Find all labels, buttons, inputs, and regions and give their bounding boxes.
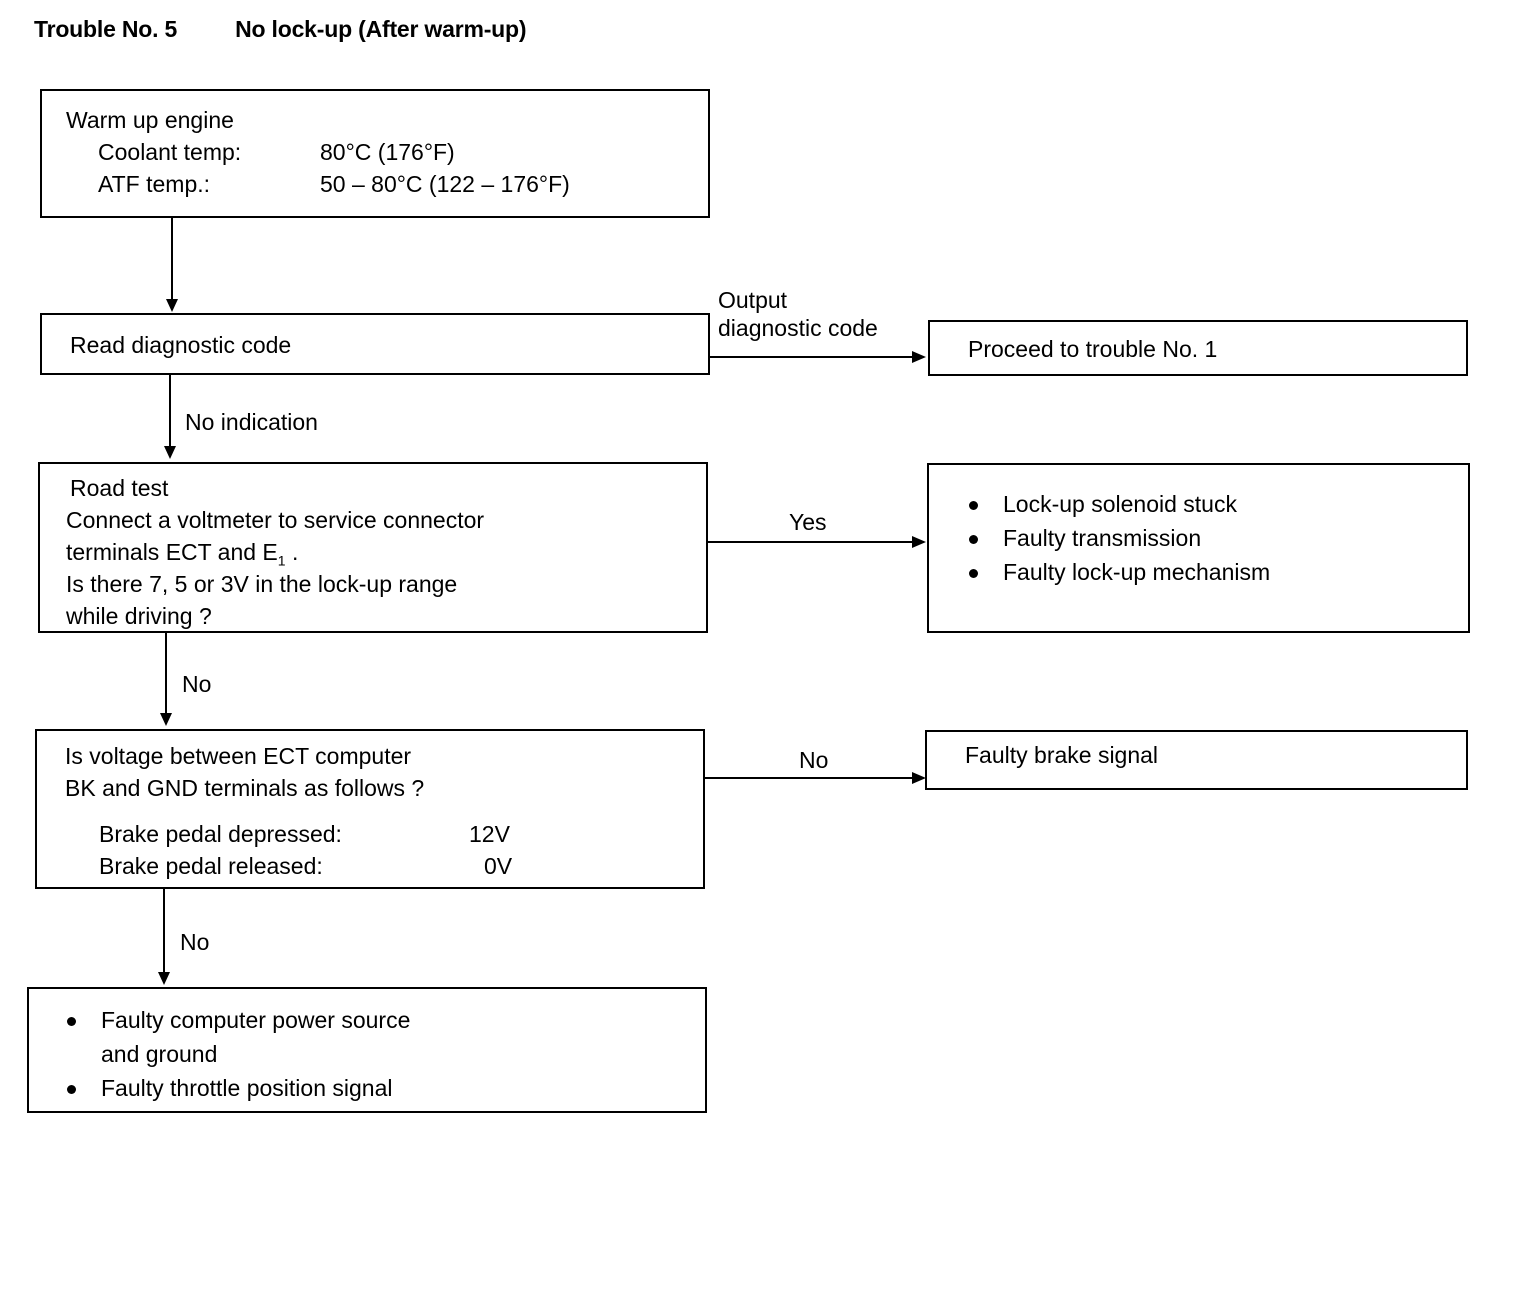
coolant-temp-value: 80°C (176°F)	[320, 139, 455, 165]
trouble-description: No lock-up (After warm-up)	[235, 16, 527, 42]
edge-label-yes: Yes	[789, 509, 827, 535]
road-test-line5: while driving ?	[66, 603, 212, 629]
road-test-terminals-text: terminals ECT and E	[66, 539, 278, 565]
node-power-faults: Faulty computer power source and ground …	[27, 987, 707, 1113]
brake-depressed-label: Brake pedal depressed:	[99, 821, 342, 847]
node-warm-up-engine: Warm up engine Coolant temp: 80°C (176°F…	[40, 89, 710, 218]
node-lockup-faults: Lock-up solenoid stuck Faulty transmissi…	[927, 463, 1470, 633]
list-item: Faulty throttle position signal	[65, 1071, 410, 1105]
edge-label-output-diagnostic-code: Output diagnostic code	[718, 287, 878, 341]
list-item: Faulty transmission	[967, 521, 1270, 555]
connector-roadtest-to-voltage	[165, 633, 167, 714]
connector-voltage-to-power	[163, 889, 165, 973]
brake-released-label: Brake pedal released:	[99, 853, 323, 879]
edge-label-no-voltage-right: No	[799, 747, 829, 773]
lockup-faults-list: Lock-up solenoid stuck Faulty transmissi…	[967, 487, 1270, 589]
road-test-line2: Connect a voltmeter to service connector	[66, 507, 485, 533]
arrowhead-voltage-to-brake	[912, 772, 926, 784]
node-voltage-check: Is voltage between ECT computer BK and G…	[35, 729, 705, 889]
terminal-e1-subscript: 1	[277, 552, 286, 569]
page-title: Trouble No. 5 No lock-up (After warm-up)	[34, 16, 527, 43]
node-road-test: Road test Connect a voltmeter to service…	[38, 462, 708, 633]
coolant-temp-label: Coolant temp:	[98, 139, 242, 165]
arrowhead-roadtest-to-faults	[912, 536, 926, 548]
read-code-title: Read diagnostic code	[70, 332, 292, 358]
connector-warmup-to-read	[171, 218, 173, 300]
arrowhead-voltage-to-power	[158, 972, 170, 985]
list-item: Faulty lock-up mechanism	[967, 555, 1270, 589]
road-test-line1: Road test	[70, 475, 169, 501]
road-test-line3-end: .	[285, 539, 299, 565]
trouble-number: Trouble No. 5	[34, 16, 178, 42]
proceed-title: Proceed to trouble No. 1	[968, 336, 1218, 362]
node-read-diagnostic-code: Read diagnostic code	[40, 313, 710, 375]
arrowhead-read-to-proceed	[912, 351, 926, 363]
edge-label-no-indication: No indication	[185, 409, 318, 435]
arrowhead-read-to-roadtest	[164, 446, 176, 459]
warm-up-title: Warm up engine	[66, 107, 234, 133]
atf-temp-value: 50 – 80°C (122 – 176°F)	[320, 171, 570, 197]
arrowhead-warmup-to-read	[166, 299, 178, 312]
node-faulty-brake-signal: Faulty brake signal	[925, 730, 1468, 790]
voltage-check-line1: Is voltage between ECT computer	[65, 743, 412, 769]
road-test-line3: terminals ECT and E1 .	[66, 536, 298, 577]
connector-read-to-roadtest	[169, 375, 171, 447]
list-item: Faulty computer power source and ground	[65, 1003, 410, 1071]
list-item: Lock-up solenoid stuck	[967, 487, 1270, 521]
node-proceed-to-trouble-1: Proceed to trouble No. 1	[928, 320, 1468, 376]
voltage-check-line2: BK and GND terminals as follows ?	[65, 775, 425, 801]
brake-released-value: 0V	[484, 853, 513, 879]
brake-depressed-value: 12V	[469, 821, 510, 847]
power-faults-list: Faulty computer power source and ground …	[65, 1003, 410, 1105]
connector-voltage-to-brake	[705, 777, 916, 779]
edge-label-no-roadtest: No	[182, 671, 212, 697]
connector-read-to-proceed	[710, 356, 916, 358]
edge-label-no-voltage-down: No	[180, 929, 210, 955]
road-test-line4: Is there 7, 5 or 3V in the lock-up range	[66, 571, 458, 597]
connector-roadtest-to-faults	[708, 541, 916, 543]
brake-signal-title: Faulty brake signal	[965, 742, 1159, 768]
atf-temp-label: ATF temp.:	[98, 171, 211, 197]
arrowhead-roadtest-to-voltage	[160, 713, 172, 726]
